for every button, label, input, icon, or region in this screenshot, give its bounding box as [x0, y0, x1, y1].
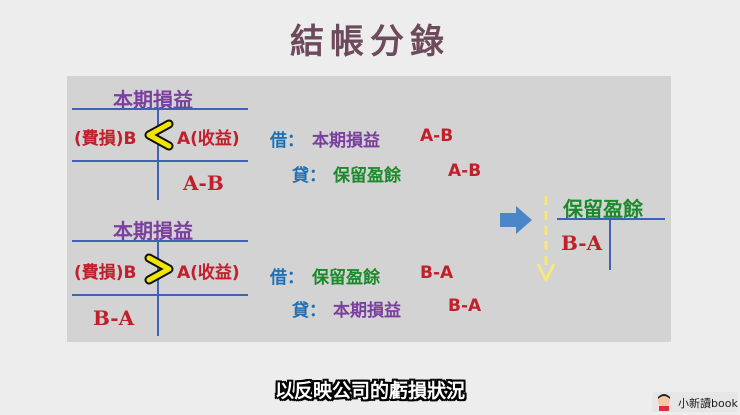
t-account-1-balance: A-B	[183, 171, 224, 195]
t-account-2-divider	[157, 240, 159, 336]
logo-avatar-icon	[654, 393, 674, 411]
entry-1-credit-amount: A-B	[448, 161, 482, 181]
entry-2-debit-amount: B-A	[420, 263, 454, 283]
t-account-1-bottom-line	[72, 160, 248, 162]
t-account-2-right: A(收益)	[177, 263, 240, 283]
entry-2-credit-account: 本期損益	[333, 301, 401, 321]
less-than-symbol-icon	[139, 118, 179, 152]
t-account-1-right: A(收益)	[177, 129, 240, 149]
t-account-2-balance: B-A	[93, 306, 135, 330]
t-account-2-left: (費損)B	[74, 263, 137, 283]
retained-earnings-divider	[609, 218, 611, 270]
entry-2-debit-account: 保留盈餘	[312, 268, 380, 288]
video-subtitle: 以反映公司的虧損狀況	[274, 380, 465, 402]
entry-2-credit-amount: B-A	[448, 296, 482, 316]
channel-logo: 小新讀book	[652, 392, 738, 412]
t-account-1-left: (費損)B	[74, 129, 137, 149]
retained-earnings-title: 保留盈餘	[563, 197, 643, 221]
entry-1-debit-label: 借：	[270, 131, 304, 151]
logo-label: 小新讀book	[678, 397, 738, 410]
t-account-1-divider	[157, 108, 159, 200]
greater-than-symbol-icon	[139, 252, 179, 286]
retained-earnings-balance: B-A	[561, 231, 603, 255]
down-dashed-arrow-icon	[535, 194, 557, 286]
t-account-1-top-line	[72, 108, 248, 110]
entry-1-credit-label: 貸：	[292, 166, 326, 186]
entry-1-debit-account: 本期損益	[312, 131, 380, 151]
t-account-2-top-line	[72, 240, 248, 242]
t-account-2-title: 本期損益	[113, 219, 193, 243]
t-account-2-bottom-line	[72, 294, 248, 296]
retained-earnings-top-line	[557, 218, 665, 220]
entry-1-debit-amount: A-B	[420, 126, 454, 146]
entry-1-credit-account: 保留盈餘	[333, 166, 401, 186]
page-title: 結帳分錄	[290, 22, 450, 62]
right-arrow-icon	[498, 204, 534, 236]
entry-2-debit-label: 借：	[270, 268, 304, 288]
entry-2-credit-label: 貸：	[292, 301, 326, 321]
